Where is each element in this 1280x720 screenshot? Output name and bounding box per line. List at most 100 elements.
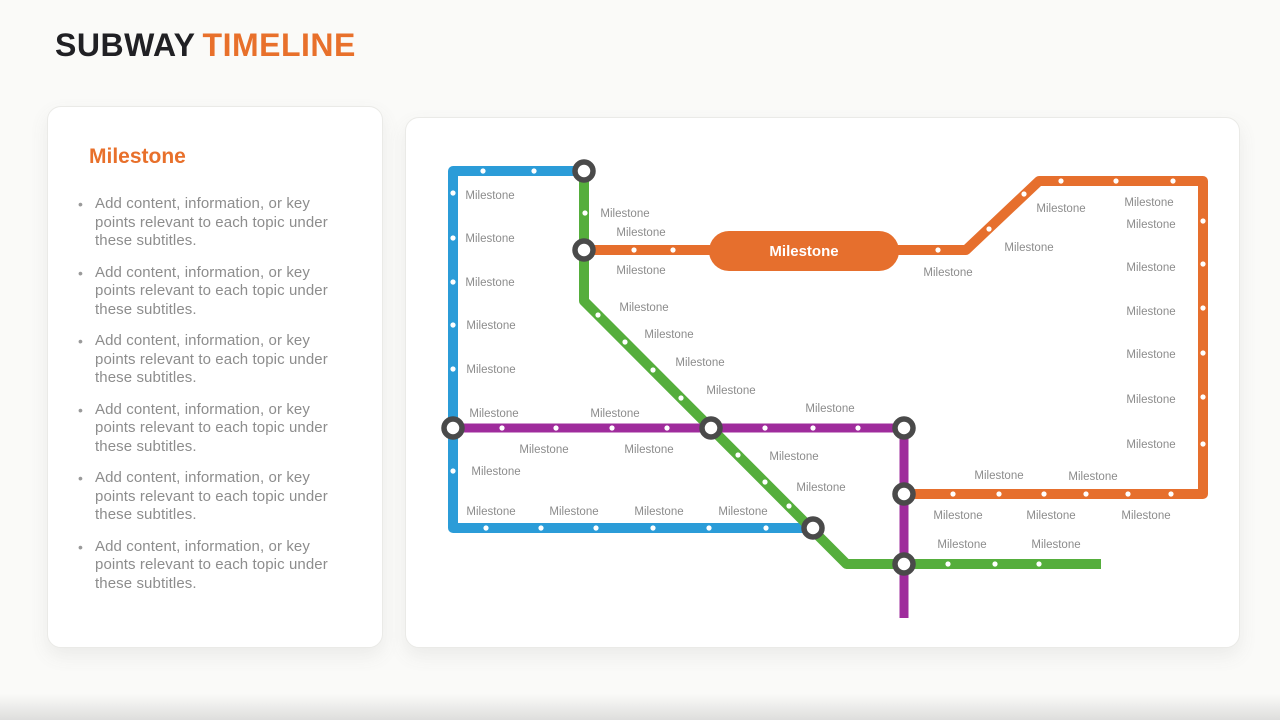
stop-dot [450,235,456,241]
station-node [801,516,825,540]
stop-dot [1200,218,1206,224]
stop-dot [480,168,486,174]
stop-dot [763,525,769,531]
bullet-list: • Add content, information, or key points… [78,195,338,606]
stop-dot [450,366,456,372]
station-node [699,416,723,440]
map-label: Milestone [465,233,514,245]
stop-dot [538,525,544,531]
map-label: Milestone [465,190,514,202]
map-label: Milestone [769,451,818,463]
map-label: Milestone [1124,197,1173,209]
title-subway: SUBWAY [55,27,196,63]
stop-dot [450,322,456,328]
stop-dot [631,247,637,253]
stop-dot [1200,394,1206,400]
stop-dot [1125,491,1131,497]
stop-dot [735,452,741,458]
page-bottom-shadow [0,694,1280,720]
stop-dot [609,425,615,431]
stop-dot [1041,491,1047,497]
stop-dot [1168,491,1174,497]
stop-dot [706,525,712,531]
bullet-dot-icon: • [78,401,83,418]
stop-dot [762,479,768,485]
station-node [572,238,596,262]
map-label: Milestone [549,506,598,518]
map-label: Milestone [619,302,668,314]
map-label: Milestone [466,506,515,518]
stop-dot [810,425,816,431]
bullet-item: •Add content, information, or key points… [78,401,338,457]
stop-dot [1021,191,1027,197]
map-label: Milestone [1126,394,1175,406]
map-label: Milestone [923,267,972,279]
stop-dot [945,561,951,567]
panel-heading: Milestone [89,145,186,168]
map-label: Milestone [796,482,845,494]
stop-dot [1200,441,1206,447]
station-node [892,552,916,576]
map-label: Milestone [1026,510,1075,522]
stop-dot [595,312,601,318]
stop-dot [992,561,998,567]
bullet-dot-icon: • [78,538,83,555]
stop-dot [664,425,670,431]
map-label: Milestone [1126,349,1175,361]
map-label: Milestone [1126,219,1175,231]
stop-dot [1200,305,1206,311]
map-label: Milestone [600,208,649,220]
map-label: Milestone [471,466,520,478]
map-label: Milestone [675,357,724,369]
stop-dot [1036,561,1042,567]
map-label: Milestone [1126,439,1175,451]
map-label: Milestone [616,265,665,277]
map-label: Milestone [466,364,515,376]
map-label: Milestone [1004,242,1053,254]
map-label: Milestone [1036,203,1085,215]
map-label: Milestone [469,408,518,420]
map-label: Milestone [1126,262,1175,274]
stop-dot [593,525,599,531]
stop-dot [855,425,861,431]
map-label: Milestone [805,403,854,415]
map-label: Milestone [974,470,1023,482]
milestone-panel: Milestone • Add content, information, or … [47,106,383,648]
map-label: Milestone [1068,471,1117,483]
map-label: Milestone [1126,306,1175,318]
bullet-item: •Add content, information, or key points… [78,469,338,525]
bullet-dot-icon: • [78,264,83,281]
milestone-pill [709,231,899,271]
stop-dot [986,226,992,232]
map-label: Milestone [1121,510,1170,522]
stop-dot [1170,178,1176,184]
bullet-text: Add content, information, or key points … [95,537,328,592]
stop-dot [996,491,1002,497]
title-timeline: TIMELINE [202,27,356,63]
bullet-text: Add content, information, or key points … [95,195,328,249]
bullet-dot-icon: • [78,333,83,349]
bullet-item: •Add content, information, or key points… [78,264,338,320]
stop-dot [678,395,684,401]
stop-dot [582,210,588,216]
blue-line [448,166,813,533]
stop-dot [622,339,628,345]
orange-line [584,176,1208,499]
stop-dot [786,503,792,509]
station-node [572,159,596,183]
stop-dot [450,279,456,285]
map-label: Milestone [519,444,568,456]
stop-dot [950,491,956,497]
map-label: Milestone [933,510,982,522]
stop-dot [553,425,559,431]
map-label: Milestone [466,320,515,332]
bullet-text: Add content, information, or key points … [95,469,328,523]
map-label: Milestone [706,385,755,397]
subway-map: MilestoneMilestoneMilestoneMilestoneMile… [441,159,1208,618]
map-label: Milestone [465,277,514,289]
stop-dot [1113,178,1119,184]
station-node [441,416,465,440]
stop-dot [1058,178,1064,184]
